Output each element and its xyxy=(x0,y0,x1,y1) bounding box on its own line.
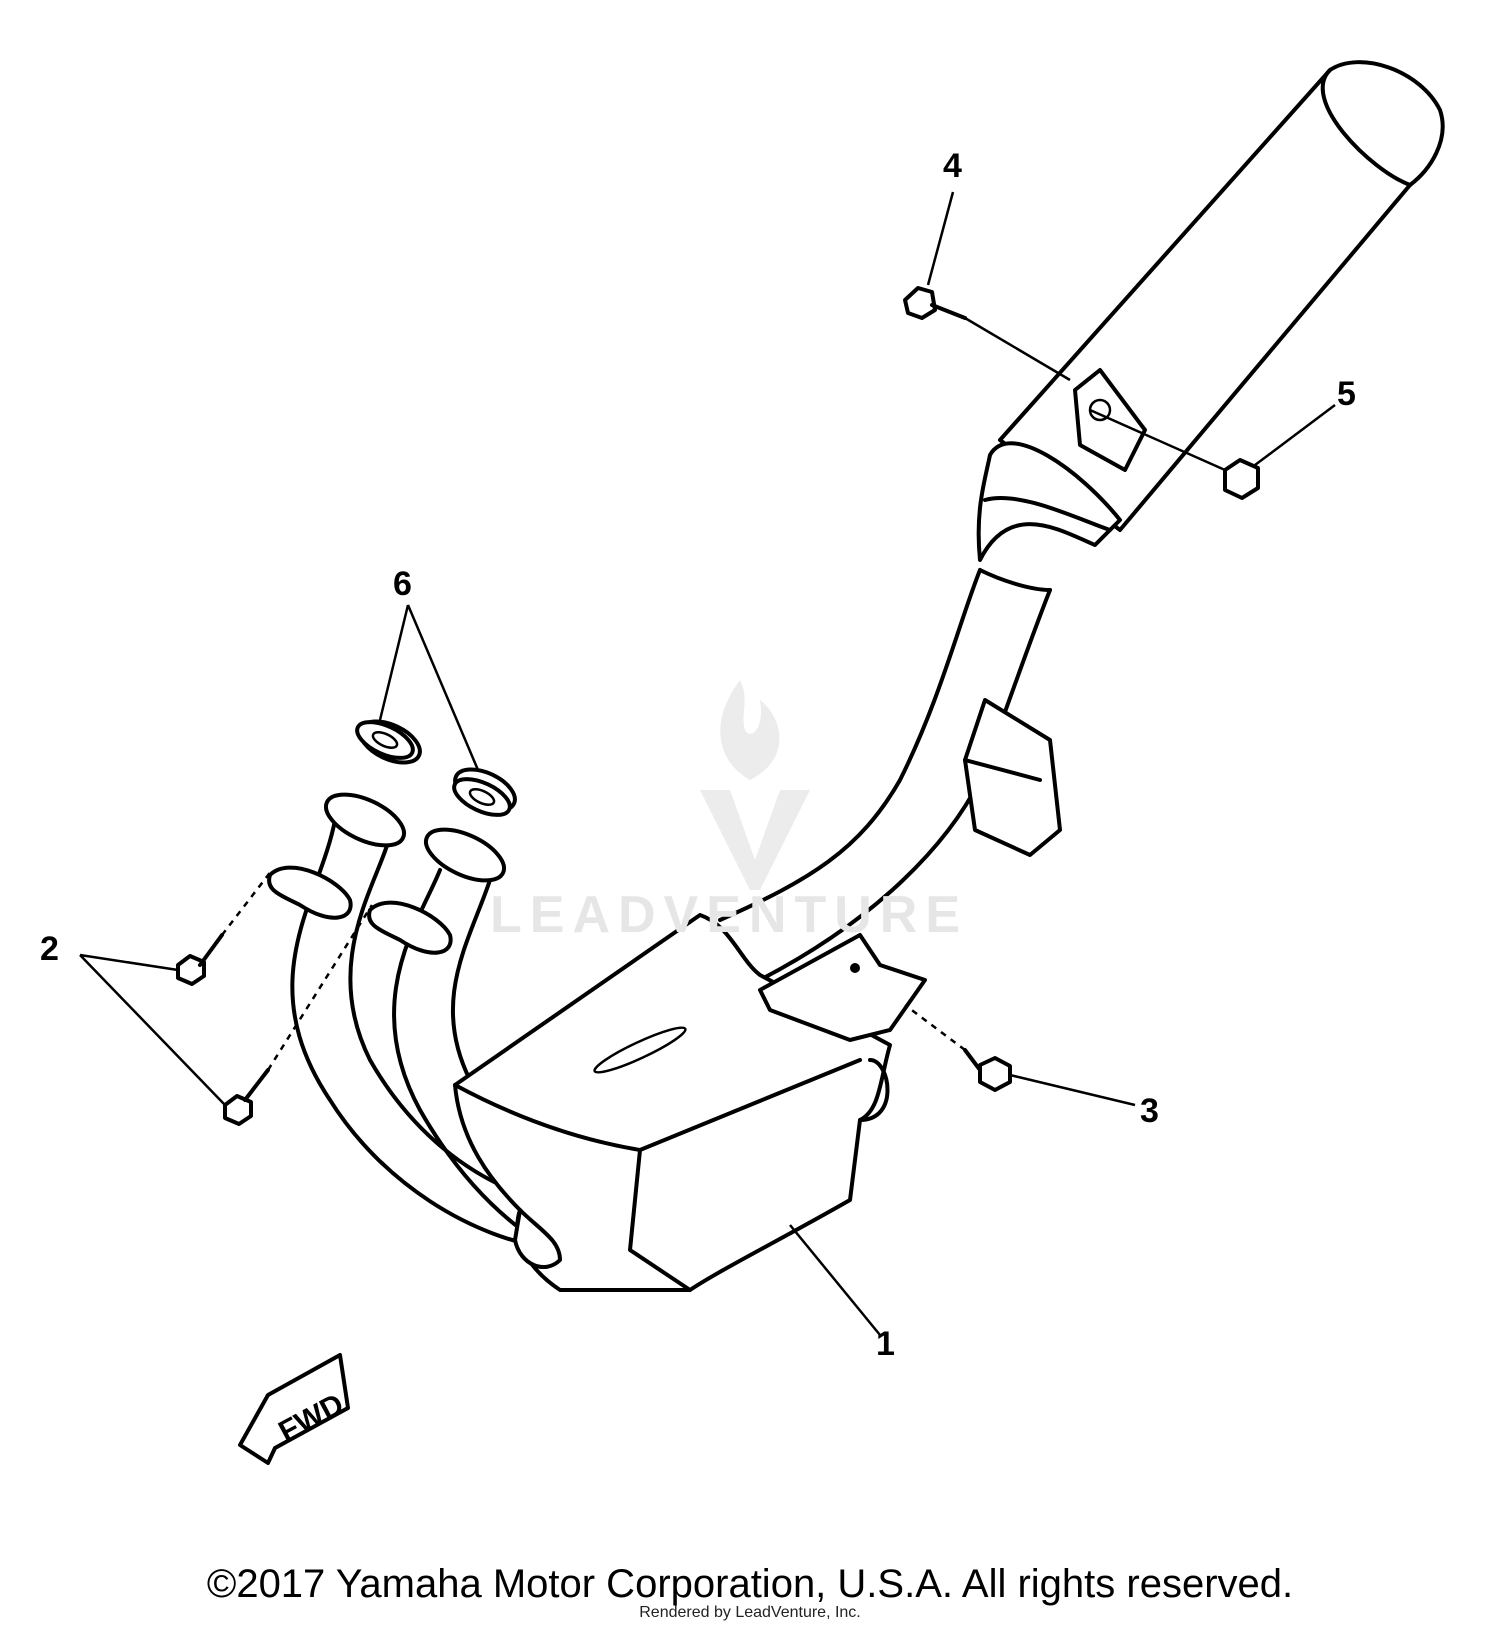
callout-5: 5 xyxy=(1337,375,1356,413)
bolt-2a xyxy=(176,933,224,986)
rendered-by-notice: Rendered by LeadVenture, Inc. xyxy=(639,1604,861,1621)
callout-4: 4 xyxy=(943,147,962,185)
bolt-2b xyxy=(223,1068,270,1126)
callout-leaders xyxy=(79,191,1336,1336)
nut-5 xyxy=(1223,458,1260,500)
bolt-3 xyxy=(963,1048,1012,1092)
copyright-notice: ©2017 Yamaha Motor Corporation, U.S.A. A… xyxy=(206,1562,1294,1606)
watermark-text: LEADVENTURE xyxy=(490,886,969,944)
exhaust-pipe xyxy=(718,568,1062,987)
muffler xyxy=(976,60,1445,562)
gasket-6b xyxy=(452,777,512,817)
gasket-6a xyxy=(355,720,415,760)
callout-2: 2 xyxy=(40,930,59,968)
callout-1: 1 xyxy=(876,1325,895,1363)
collector-chamber xyxy=(453,913,927,1292)
fwd-direction-arrow: FWD xyxy=(238,1353,350,1465)
callout-6: 6 xyxy=(393,565,412,603)
callout-3: 3 xyxy=(1140,1092,1159,1130)
bolt-4 xyxy=(903,286,967,320)
leadventure-watermark-logo xyxy=(700,680,810,890)
